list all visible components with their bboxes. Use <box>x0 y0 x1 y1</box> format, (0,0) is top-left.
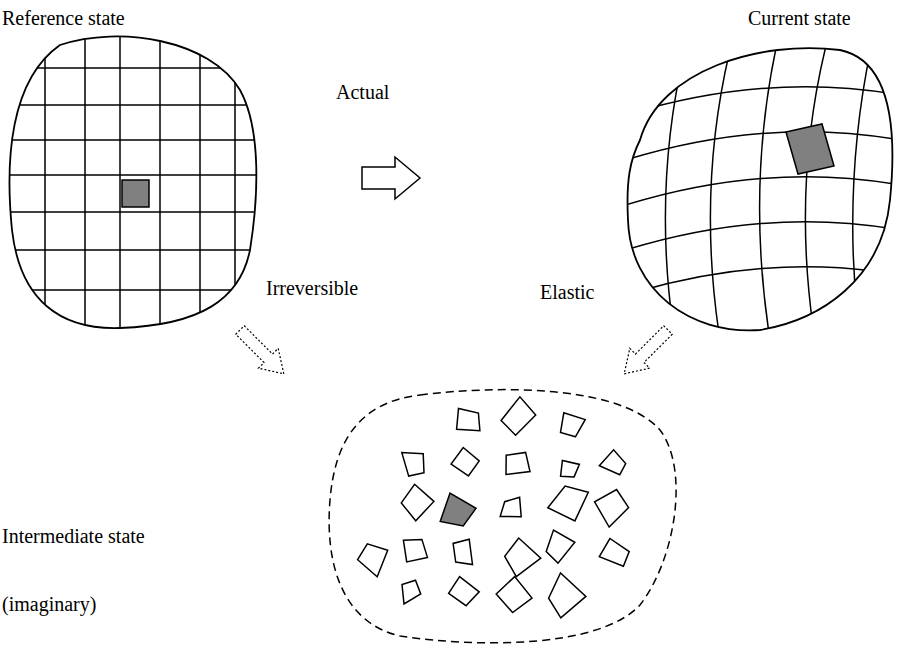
fragment <box>440 493 476 526</box>
fragment <box>506 452 530 474</box>
fragment <box>599 539 629 567</box>
state-label: (imaginary) <box>2 592 96 616</box>
fragment <box>449 577 480 606</box>
reference-body <box>0 30 270 340</box>
fragment <box>401 484 434 521</box>
fragments <box>358 397 630 618</box>
elastic-arrow <box>614 320 678 384</box>
fragment <box>561 460 580 477</box>
fragment <box>548 486 589 521</box>
fragment <box>453 539 472 564</box>
fragment <box>402 580 421 604</box>
state-label: Actual <box>336 80 389 104</box>
fragment <box>505 538 541 577</box>
state-label: Elastic <box>540 280 594 304</box>
fragment <box>457 409 480 431</box>
fragment <box>451 448 479 476</box>
actual-arrow <box>362 157 420 199</box>
fragment <box>599 450 625 475</box>
intermediate-outline <box>329 390 676 643</box>
fragment <box>501 397 536 435</box>
fragment <box>496 577 532 613</box>
current-body <box>610 30 900 340</box>
fragment <box>546 530 575 563</box>
fragment <box>561 413 586 437</box>
state-label: Current state <box>748 6 851 30</box>
fragment <box>402 453 424 477</box>
state-label: Intermediate state <box>2 524 145 548</box>
fragment <box>549 573 586 618</box>
fragment <box>358 544 388 577</box>
fragment <box>595 490 629 528</box>
state-label: Reference state <box>2 6 125 30</box>
fragment <box>500 497 521 517</box>
fragment <box>403 539 427 562</box>
irreversible-arrow <box>230 320 294 384</box>
state-label: Irreversible <box>266 276 358 300</box>
